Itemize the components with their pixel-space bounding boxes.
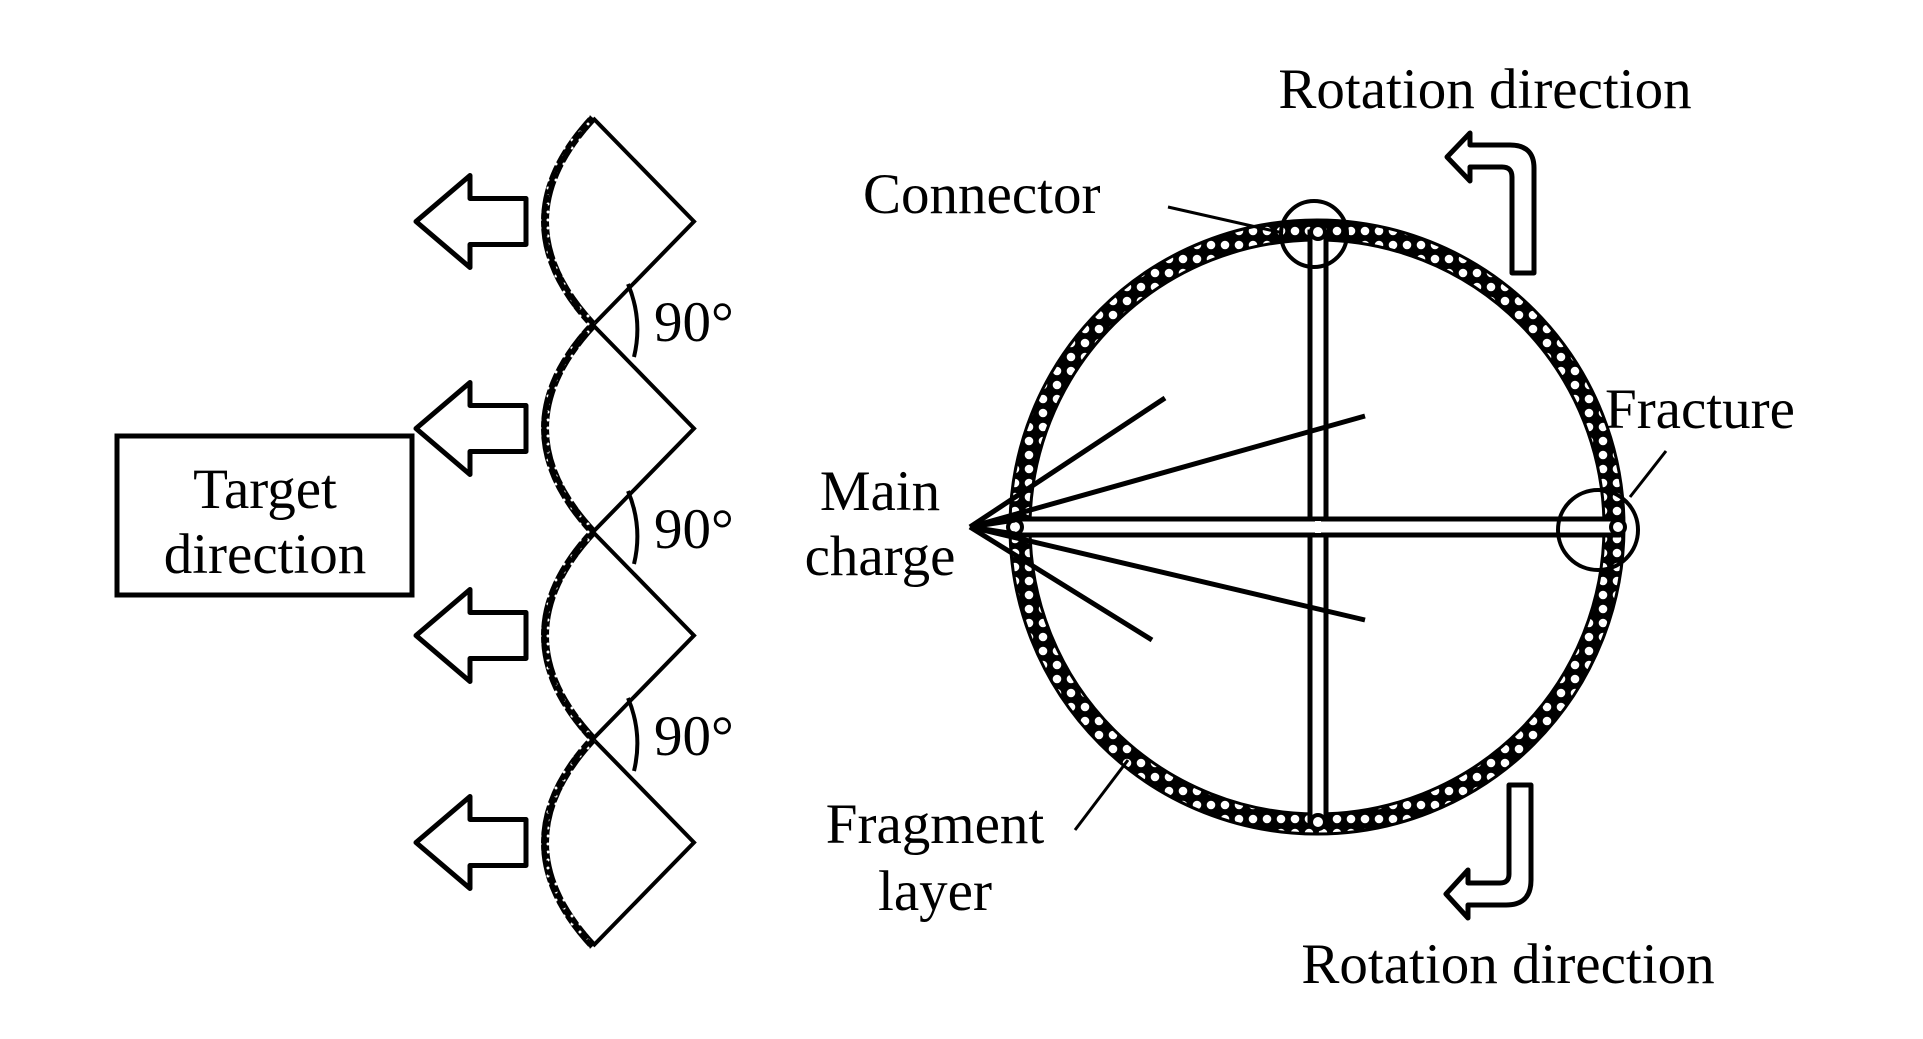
angle-label-2: 90° (654, 498, 734, 561)
main-charge-line1: Main (820, 460, 940, 523)
left-arrow-icon (413, 587, 529, 684)
fragment-layer-label: Fragment layer (826, 759, 1130, 923)
rotation-top-arrow-icon (1444, 130, 1537, 276)
segment-edge (591, 737, 697, 948)
node-bottom (1309, 813, 1327, 831)
main-charge-line2: charge (805, 525, 956, 588)
angle-markers: 90° 90° 90° (626, 283, 734, 772)
target-label-line1: Target (193, 458, 337, 521)
rotation-bottom-arrow-icon (1443, 782, 1534, 921)
left-arrow-icon (413, 380, 529, 477)
segment-edge (591, 116, 697, 327)
target-direction-box: Target direction (114, 433, 415, 598)
rotation-top-label: Rotation direction (1278, 58, 1691, 121)
rotation-arrow-bottom: Rotation direction (1301, 782, 1715, 996)
node-right (1609, 518, 1627, 536)
rotation-bottom-label: Rotation direction (1301, 933, 1714, 996)
segment-arc-outline (543, 116, 595, 327)
segment-edge (591, 530, 697, 741)
angle-label-3: 90° (654, 705, 734, 768)
main-charge-label: Main charge (805, 460, 956, 588)
fracture-marker: Fracture (1556, 378, 1795, 572)
fragment-segments (541, 115, 697, 949)
node-top (1309, 223, 1327, 241)
connector-marker: Connector (863, 163, 1349, 269)
segment-edge (591, 323, 697, 534)
target-label-line2: direction (164, 523, 367, 586)
angle-label-1: 90° (654, 291, 734, 354)
direction-arrows (413, 173, 529, 891)
rotation-arrow-top: Rotation direction (1278, 58, 1692, 276)
fragment-layer-line2: layer (878, 860, 992, 923)
angle-arc-3 (626, 697, 640, 772)
connector-label: Connector (863, 163, 1100, 226)
angle-arc-1 (626, 283, 640, 358)
fragment-layer-line1: Fragment (826, 793, 1045, 856)
angle-arc-2 (626, 490, 640, 565)
main-charge-rays (968, 395, 1366, 643)
segment-arc-outline (543, 530, 595, 741)
segment-arc-outline (543, 323, 595, 534)
left-arrow-icon (413, 173, 529, 270)
left-arrow-icon (413, 794, 529, 891)
fracture-label: Fracture (1605, 378, 1795, 441)
segment-arc-outline (543, 737, 595, 948)
